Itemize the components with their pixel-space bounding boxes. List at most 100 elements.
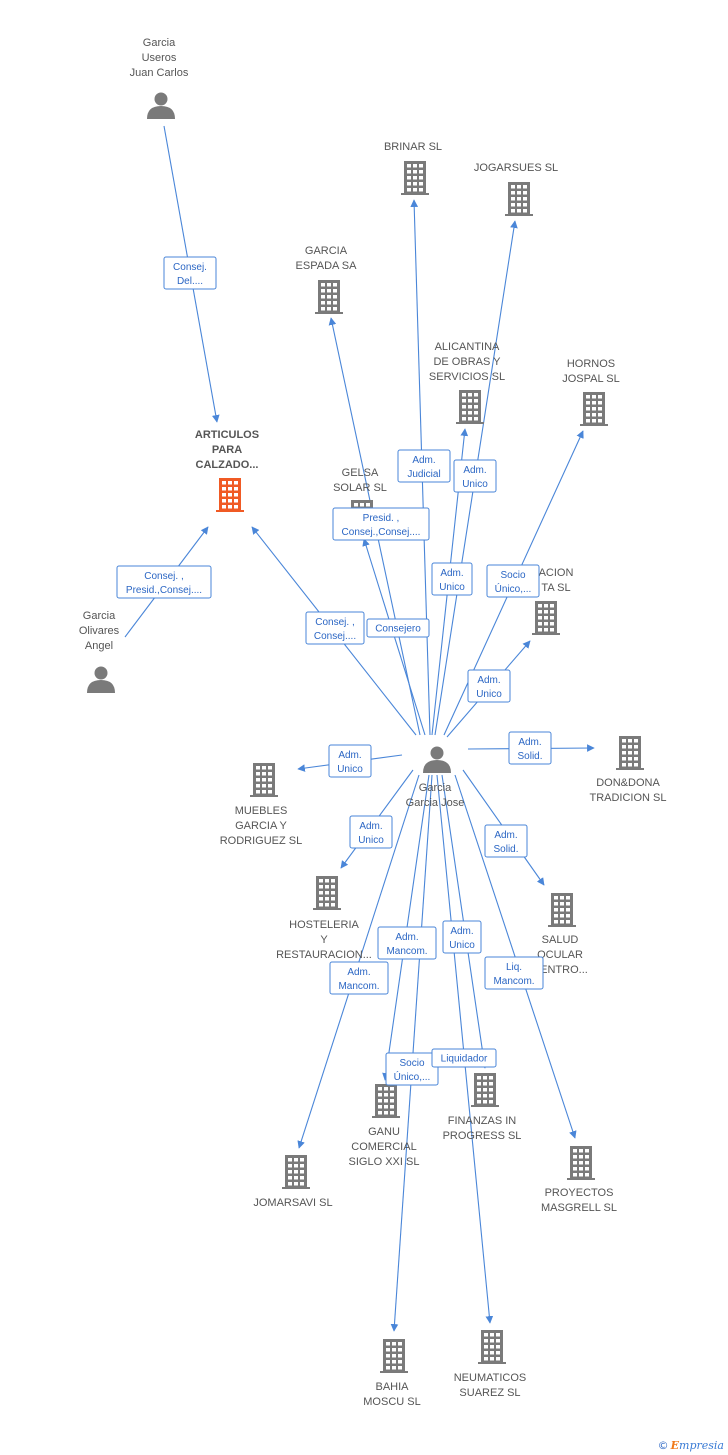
node-label-line: BRINAR SL	[384, 141, 442, 153]
edge-label-box	[305, 611, 365, 645]
node-label-line: ACION	[539, 567, 574, 579]
edge-label-line: Socio	[399, 1058, 424, 1069]
node-articulos[interactable]: ARTICULOSPARACALZADO...	[195, 429, 259, 512]
edge-label-line: Consej.,Consej....	[342, 527, 421, 538]
building-icon	[567, 1146, 595, 1180]
edge-label-box	[431, 1048, 497, 1068]
edge-label-garcia_jose-to-finanzas[interactable]: Adm.Unico	[442, 920, 482, 954]
edge-label-line: Adm.	[463, 465, 486, 476]
edge-label-box	[484, 824, 528, 858]
node-label-line: ALICANTINA	[435, 341, 500, 353]
edge-label-garcia_jose-to-brinar[interactable]: Adm.Judicial	[397, 449, 451, 483]
node-label-line: SUAREZ SL	[459, 1387, 520, 1399]
edge-label-line: Consejero	[375, 624, 421, 635]
edge-label-garcia_jose-to-articulos[interactable]: Consej. ,Consej....	[305, 611, 365, 645]
node-label-line: GARCIA Y	[235, 820, 287, 832]
building-icon	[380, 1339, 408, 1373]
empresia-brand[interactable]: ©Empresia	[658, 1439, 724, 1452]
node-label-line: GARCIA	[305, 245, 348, 257]
node-label-line: JOGARSUES SL	[474, 162, 558, 174]
node-hosteleria[interactable]: HOSTELERIAYRESTAURACION...	[276, 876, 372, 961]
edge-label-line: Unico	[358, 835, 384, 846]
edge-label-garcia_jose-to-jomarsavi[interactable]: Adm.Mancom.	[329, 961, 389, 995]
node-label-line: PROYECTOS	[545, 1187, 614, 1199]
edge-label-garcia_jose-to-muebles[interactable]: Adm.Unico	[328, 744, 372, 778]
edge-label-line: Unico	[337, 764, 363, 775]
edge-label-line: Adm.	[412, 455, 435, 466]
edge-label-garcia_jose-to-jogarsues[interactable]: Adm. Unico	[453, 459, 497, 493]
edge-label-garcia_jose-to-neumaticos[interactable]: Liquidador	[431, 1048, 497, 1068]
edge-label-garcia_jose-to-acion[interactable]: Adm.Unico	[467, 669, 511, 703]
node-jogarsues[interactable]: JOGARSUES SL	[474, 162, 558, 216]
edge-label-box	[442, 920, 482, 954]
node-hornos[interactable]: HORNOS JOSPAL SL	[562, 358, 620, 426]
node-label-line: MUEBLES	[235, 805, 288, 817]
edge-label-box	[332, 507, 430, 541]
edge-label-line: Consej.	[173, 262, 207, 273]
node-label-line: HORNOS	[567, 358, 615, 370]
node-brinar[interactable]: BRINAR SL	[384, 141, 442, 195]
edge-label-box	[431, 562, 473, 596]
edge-label-box	[486, 564, 540, 598]
edge-label-line: Adm.	[359, 821, 382, 832]
node-label-line: JOSPAL SL	[562, 373, 619, 385]
building-icon	[616, 736, 644, 770]
node-label-line: Garcia	[419, 782, 452, 794]
edge-labels-layer: Consej.Del.... Consej. ,Presid.,Consej...…	[116, 256, 552, 1086]
building-icon	[580, 392, 608, 426]
node-jomarsavi[interactable]: JOMARSAVI SL	[253, 1155, 333, 1209]
edge-label-box	[328, 744, 372, 778]
edge-label-garcia_jose-to-garcia_espada[interactable]: Presid. ,Consej.,Consej....	[332, 507, 430, 541]
node-label-line: SIGLO XXI SL	[349, 1156, 420, 1168]
person-icon	[87, 666, 115, 693]
edge-label-line: Consej....	[314, 631, 356, 642]
node-label-line: SERVICIOS SL	[429, 371, 505, 383]
edge-label-garcia_useros-to-articulos[interactable]: Consej.Del....	[163, 256, 217, 290]
edge-label-garcia_jose-to-dondona[interactable]: Adm.Solid.	[508, 731, 552, 765]
edge-label-garcia_jose-to-hosteleria[interactable]: Adm. Unico	[349, 815, 393, 849]
node-label-line: TA SL	[541, 582, 570, 594]
node-label-line: TRADICION SL	[589, 792, 666, 804]
node-label-line: Olivares	[79, 625, 120, 637]
node-label-line: HOSTELERIA	[289, 919, 359, 931]
node-label-line: Useros	[142, 52, 177, 64]
node-label-line: Garcia	[143, 37, 176, 49]
node-acion[interactable]: ACION TA SL	[532, 567, 573, 635]
person-icon	[147, 92, 175, 119]
edge-label-box	[349, 815, 393, 849]
edge-label-garcia_jose-to-salud[interactable]: Adm.Solid.	[484, 824, 528, 858]
edge-label-garcia_jose-to-hornos[interactable]: SocioÚnico,...	[486, 564, 540, 598]
node-label-line: Juan Carlos	[130, 67, 189, 79]
node-label-line: COMERCIAL	[351, 1141, 416, 1153]
edge-label-garcia_jose-to-gelsa[interactable]: Consejero	[366, 618, 430, 638]
node-salud[interactable]: SALUDOCULARCENTRO...	[532, 893, 588, 976]
edge-label-line: Mancom.	[493, 976, 534, 987]
edge-label-garcia_olivares-to-articulos[interactable]: Consej. ,Presid.,Consej....	[116, 565, 212, 599]
edge-label-box	[329, 961, 389, 995]
edge-label-garcia_jose-to-ganu[interactable]: Adm.Mancom.	[377, 926, 437, 960]
copyright-symbol: ©	[657, 1439, 669, 1452]
edge-label-garcia_jose-to-alicantina[interactable]: Adm.Unico	[431, 562, 473, 596]
edge-label-box	[467, 669, 511, 703]
edge-label-garcia_jose-to-bahia[interactable]: SocioÚnico,...	[385, 1052, 439, 1086]
edge-label-garcia_jose-to-proyectos[interactable]: Liq.Mancom.	[484, 956, 544, 990]
node-label-line: Y	[320, 934, 328, 946]
building-icon	[471, 1073, 499, 1107]
node-label-line: PARA	[212, 444, 242, 456]
node-label-line: CALZADO...	[196, 459, 259, 471]
edge-label-line: Unico	[462, 479, 488, 490]
